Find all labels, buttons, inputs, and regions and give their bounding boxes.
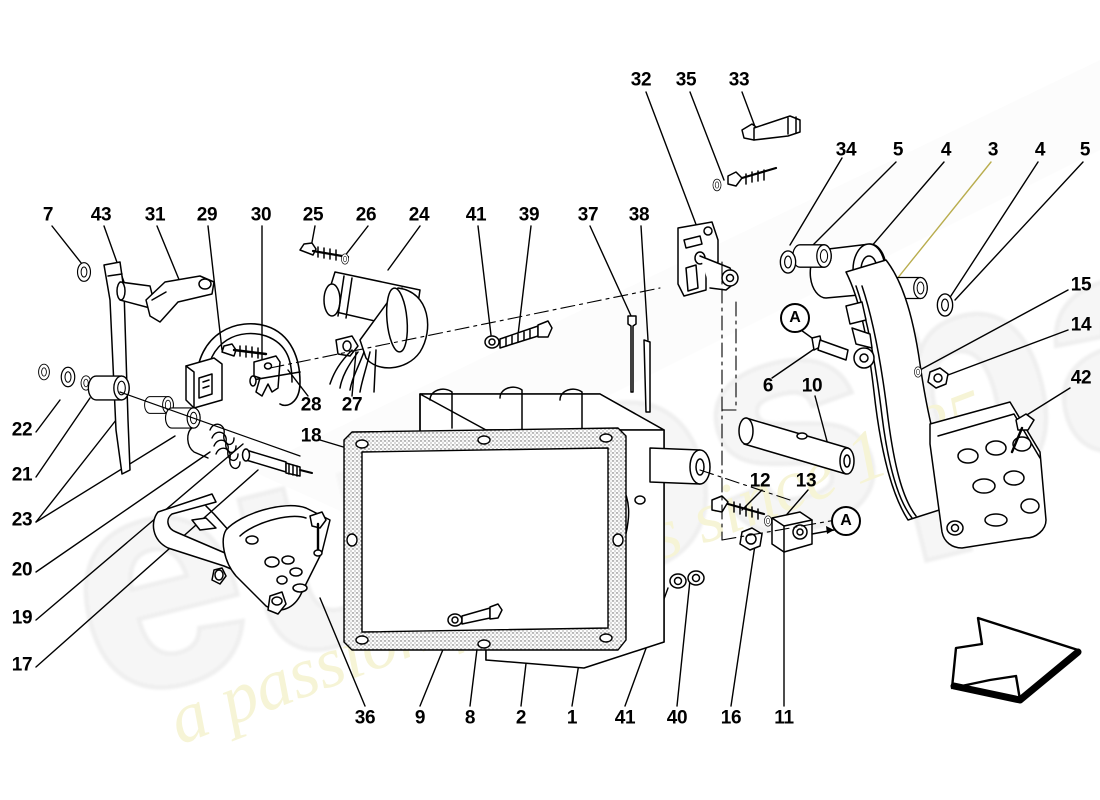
callout-number: 5 <box>892 139 904 161</box>
callout-number: 10 <box>801 375 823 397</box>
callout-number: 22 <box>11 419 33 441</box>
callout-number: 33 <box>728 69 750 91</box>
callout-number: 3 <box>987 139 999 161</box>
callout-number: 23 <box>11 509 33 531</box>
callout-number: 4 <box>1034 139 1046 161</box>
callout-number: 1 <box>566 707 578 729</box>
callout-number: 31 <box>144 204 166 226</box>
callout-number: 37 <box>577 204 599 226</box>
callout-number: 35 <box>675 69 697 91</box>
callout-number: 34 <box>835 139 857 161</box>
callout-number: 40 <box>666 707 688 729</box>
callout-number: 29 <box>196 204 218 226</box>
callout-number: 25 <box>302 204 324 226</box>
callout-number: 11 <box>774 707 794 729</box>
callout-number: 43 <box>90 204 112 226</box>
callout-number: 16 <box>720 707 742 729</box>
callout-number: 32 <box>630 69 652 91</box>
callout-number: 41 <box>465 204 487 226</box>
section-marker-a: A <box>831 506 861 536</box>
callout-number: 8 <box>464 707 476 729</box>
callout-number: 30 <box>250 204 272 226</box>
callout-number: 24 <box>408 204 430 226</box>
callout-number: 12 <box>749 470 771 492</box>
callout-number: 2 <box>515 707 527 729</box>
callout-number: 41 <box>614 707 636 729</box>
callout-number: 13 <box>795 470 817 492</box>
callout-number: 38 <box>628 204 650 226</box>
callout-number: 7 <box>42 204 54 226</box>
callout-number: 27 <box>341 394 363 416</box>
callout-number: 14 <box>1070 314 1092 336</box>
callout-number: 15 <box>1070 274 1092 296</box>
callout-number: 19 <box>11 607 33 629</box>
callout-number: 42 <box>1070 367 1092 389</box>
section-marker-a: A <box>780 303 810 333</box>
callout-number: 28 <box>300 394 322 416</box>
callout-number: 39 <box>518 204 540 226</box>
callout-number: 6 <box>762 375 774 397</box>
callout-number: 9 <box>414 707 426 729</box>
callout-number: 36 <box>354 707 376 729</box>
callout-number: 20 <box>11 559 33 581</box>
callout-number: 21 <box>11 464 33 486</box>
callout-number: 17 <box>11 654 33 676</box>
callout-number: 26 <box>355 204 377 226</box>
callout-number: 18 <box>300 425 322 447</box>
callout-number: 5 <box>1079 139 1091 161</box>
callout-number: 4 <box>940 139 952 161</box>
